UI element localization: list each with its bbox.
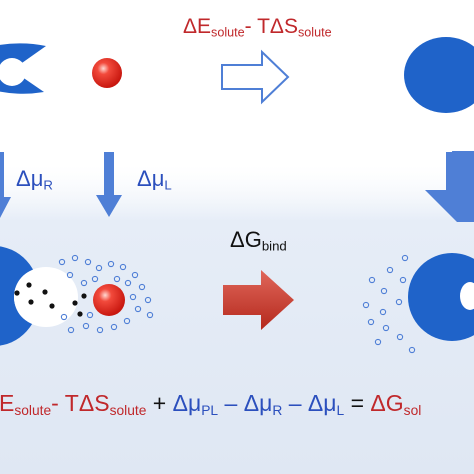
bound-water	[49, 303, 55, 309]
eq-l-sub: L	[336, 402, 345, 418]
delta-g: ΔG	[230, 227, 262, 252]
eq-solute-sub-1: solute	[14, 402, 52, 418]
eq-minus-1: –	[224, 390, 238, 416]
eq-pl-sub: PL	[201, 402, 219, 418]
delta-mu-r-label: ΔμR	[16, 166, 53, 193]
eq-separator: - TΔS	[51, 390, 110, 416]
complex-receptor-bottom-right	[408, 253, 474, 341]
delta-g-bind-label: ΔGbind	[230, 227, 287, 254]
ligand-sphere-top	[92, 58, 122, 88]
arrow-down-receptor	[0, 152, 11, 218]
delta-mu-r-sub: R	[43, 177, 53, 193]
solvent-molecules-left	[58, 254, 154, 334]
bound-water	[81, 293, 87, 299]
delta-mu-r: Δμ	[16, 166, 44, 191]
eq-delta-mu-pl: Δμ	[172, 390, 202, 416]
eq-e: E	[0, 390, 15, 416]
eq-delta-mu-r: Δμ	[243, 390, 273, 416]
bound-water	[28, 299, 34, 305]
bind-arrow	[223, 270, 294, 330]
eq-solute-sub-2: solute	[109, 402, 147, 418]
bound-water	[42, 289, 48, 295]
receptor-pocket-top-left	[0, 58, 26, 86]
eq-equals: =	[350, 390, 365, 416]
delta-g-sub: bind	[261, 238, 287, 254]
bound-water	[26, 282, 32, 288]
eq-delta-g: ΔG	[370, 390, 404, 416]
top-solute-sub-1: solute	[211, 25, 245, 40]
equation: Esolute- TΔSsolute + ΔμPL – ΔμR – ΔμL = …	[0, 390, 422, 418]
eq-plus: +	[152, 390, 167, 416]
eq-minus-2: –	[288, 390, 302, 416]
eq-g-sub: sol	[403, 402, 422, 418]
top-delta-e: ΔE	[183, 15, 212, 38]
bound-water	[77, 311, 83, 317]
top-separator: - TΔS	[244, 15, 298, 38]
eq-delta-mu-l: Δμ	[307, 390, 337, 416]
bound-water	[72, 300, 78, 306]
delta-mu-l-sub: L	[164, 177, 172, 193]
top-solute-sub-2: solute	[297, 25, 332, 40]
delta-mu-l: Δμ	[137, 166, 165, 191]
top-energy-term: ΔEsolute- TΔSsolute	[183, 15, 332, 40]
eq-r-sub: R	[272, 402, 283, 418]
arrow-down-ligand	[96, 152, 122, 217]
delta-mu-l-label: ΔμL	[137, 166, 172, 193]
complex-receptor-top-right	[404, 37, 474, 113]
process-arrow-top	[221, 49, 290, 105]
solvent-region	[0, 165, 474, 474]
ligand-sphere-bottom	[93, 284, 125, 316]
complex-pocket	[460, 282, 474, 310]
arrow-down-complex-shape	[425, 152, 474, 222]
solvent-molecules-right	[362, 254, 416, 354]
bound-water	[14, 290, 20, 296]
